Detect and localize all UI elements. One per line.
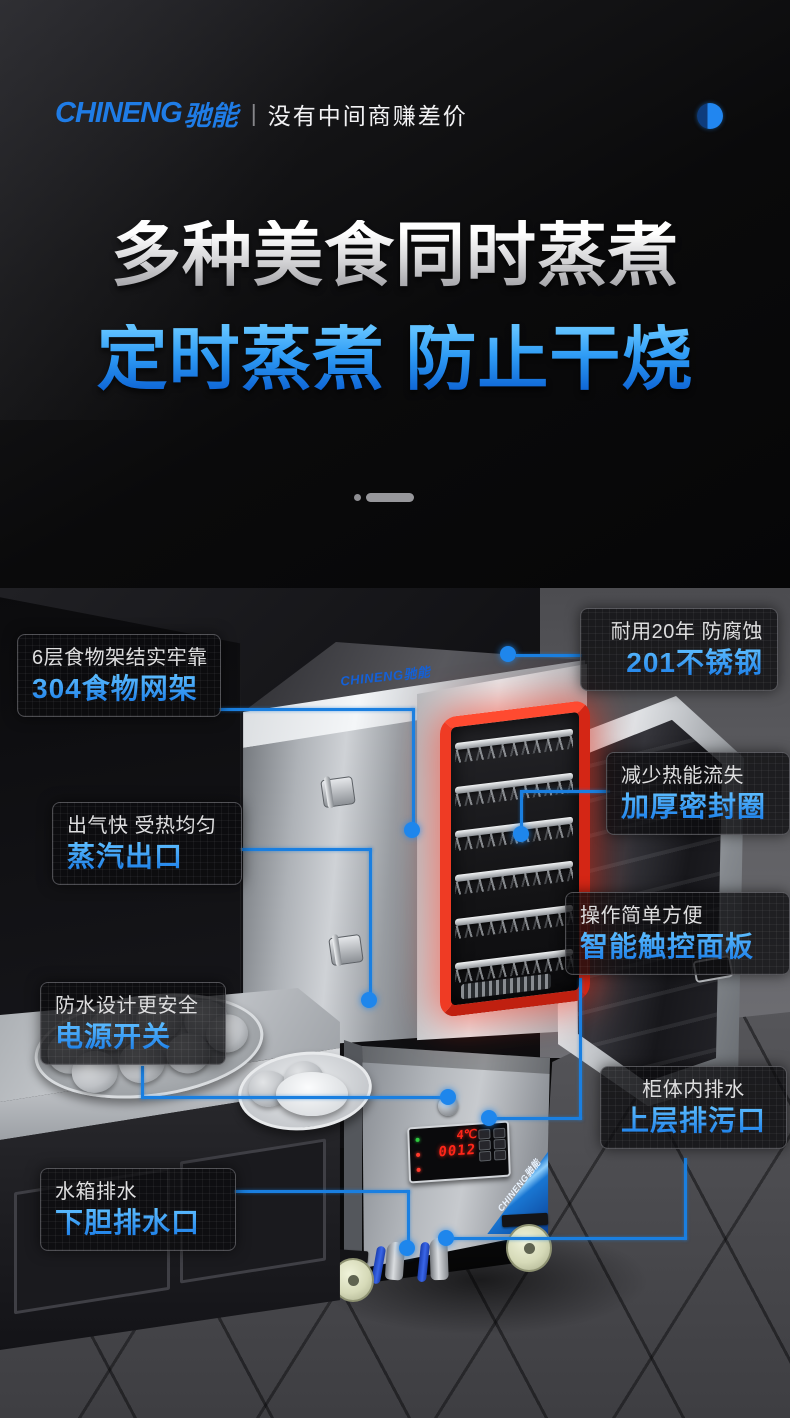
- panel-button: [493, 1138, 506, 1150]
- callout-rack: 6层食物架结实牢靠 304食物网架: [17, 634, 221, 717]
- brand-logo: CHINENG: [55, 97, 183, 129]
- callout-switch-desc: 防水设计更安全: [55, 995, 199, 1017]
- callout-line-rack: [219, 708, 415, 711]
- red-led-icon: [415, 1152, 420, 1158]
- callout-tank-feature: 下胆排水口: [55, 1205, 221, 1240]
- callout-seal-desc: 减少热能流失: [621, 765, 744, 787]
- hero-sheen: [0, 0, 790, 420]
- door-hinge-top: [320, 775, 356, 809]
- callout-steel-feature: 201不锈钢: [595, 645, 763, 680]
- callout-line-steam: [369, 848, 372, 1000]
- callout-dot-seal: [513, 826, 529, 842]
- callout-tank: 水箱排水 下胆排水口: [40, 1168, 236, 1251]
- divider-dot: [354, 494, 361, 501]
- callout-panel: 操作简单方便 智能触控面板: [565, 892, 790, 975]
- callout-rack-feature: 304食物网架: [32, 671, 206, 706]
- callout-drain-feature: 上层排污口: [615, 1103, 772, 1138]
- callout-dot-steel: [500, 646, 516, 662]
- header-tagline: 没有中间商赚差价: [267, 102, 468, 129]
- panel-button: [478, 1139, 491, 1151]
- callout-tank-desc: 水箱排水: [55, 1181, 137, 1203]
- panel-button: [493, 1149, 507, 1161]
- panel-button: [493, 1127, 506, 1139]
- callout-line-panel: [488, 1117, 582, 1120]
- callout-line-panel: [579, 978, 582, 1120]
- callout-dot-steam: [361, 992, 377, 1008]
- callout-panel-feature: 智能触控面板: [580, 929, 775, 964]
- caster-wheel: [506, 1224, 552, 1272]
- header: CHINENG 驰能 | 没有中间商赚差价: [55, 94, 468, 133]
- callout-panel-desc: 操作简单方便: [580, 905, 703, 927]
- callout-steam: 出气快 受热均匀 蒸汽出口: [52, 802, 242, 885]
- callout-line-switch: [141, 1066, 144, 1099]
- steamer-cloth: [276, 1072, 348, 1116]
- callout-steel: 耐用20年 防腐蚀 201不锈钢: [580, 608, 778, 691]
- callout-drain-desc: 柜体内排水: [642, 1079, 745, 1101]
- callout-seal: 减少热能流失 加厚密封圈: [606, 752, 790, 835]
- hero-subtitle: 定时蒸煮 防止干烧: [0, 324, 790, 395]
- display-time: 0012: [437, 1141, 477, 1161]
- panel-button: [478, 1150, 492, 1162]
- control-panel: 4℃ 0012: [407, 1120, 511, 1184]
- callout-line-steel: [516, 654, 582, 657]
- divider-bar: [366, 493, 414, 502]
- callout-line-tank: [234, 1190, 410, 1193]
- callout-dot-drain: [438, 1230, 454, 1246]
- callout-steam-desc: 出气快 受热均匀: [67, 815, 217, 837]
- callout-rack-desc: 6层食物架结实牢靠: [32, 647, 208, 669]
- callout-line-seal: [520, 790, 523, 832]
- callout-steel-desc: 耐用20年 防腐蚀: [610, 621, 763, 643]
- led-display: 4℃ 0012: [420, 1127, 480, 1177]
- callout-line-switch: [141, 1096, 449, 1099]
- callout-line-drain: [446, 1237, 687, 1240]
- panel-buttons: [478, 1126, 507, 1174]
- hero-title: 多种美食同时蒸煮: [0, 220, 790, 290]
- callout-line-steam: [240, 848, 372, 851]
- callout-switch: 防水设计更安全 电源开关: [40, 982, 226, 1065]
- callout-line-rack: [412, 708, 415, 830]
- header-divider: |: [250, 100, 257, 126]
- callout-steam-feature: 蒸汽出口: [67, 839, 227, 874]
- callout-seal-feature: 加厚密封圈: [621, 789, 775, 824]
- callout-line-tank: [407, 1190, 410, 1247]
- callout-dot-switch: [440, 1089, 456, 1105]
- door-hinge-bottom: [328, 933, 364, 967]
- callout-switch-feature: 电源开关: [55, 1019, 211, 1054]
- red-led-icon: [416, 1168, 421, 1173]
- callout-dot-rack: [404, 822, 420, 838]
- callout-line-drain: [684, 1158, 687, 1240]
- brand-logo-cn: 驰能: [183, 101, 238, 131]
- callout-dot-tank: [399, 1240, 415, 1256]
- callout-drain: 柜体内排水 上层排污口: [600, 1066, 787, 1149]
- brand-mark-icon: [697, 103, 723, 129]
- callout-line-seal: [522, 790, 610, 793]
- green-led-icon: [415, 1137, 420, 1142]
- callout-dot-panel: [481, 1110, 497, 1126]
